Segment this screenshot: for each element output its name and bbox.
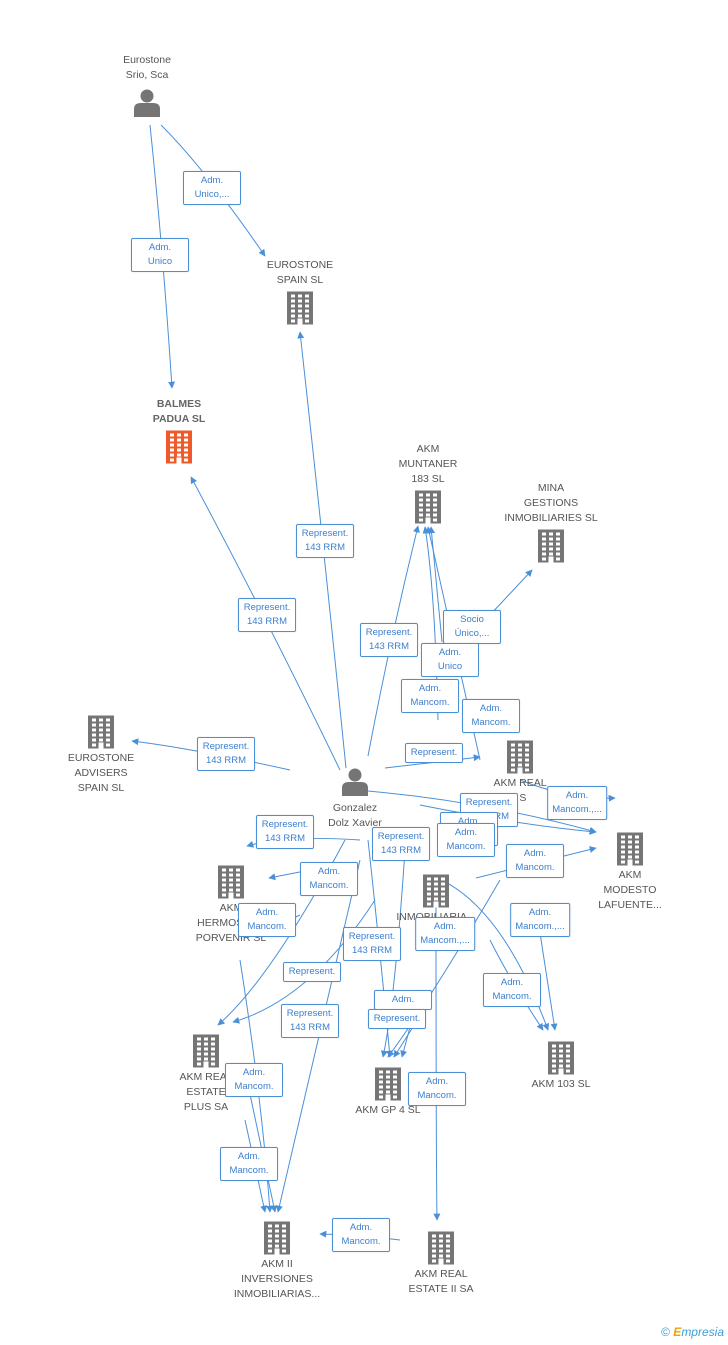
edge-label[interactable]: Adm. Mancom.	[300, 862, 358, 896]
node-label-eurostone-srio[interactable]: Eurostone Srio, Sca	[123, 54, 171, 81]
node-label-akm-muntaner[interactable]: AKM MUNTANER 183 SL	[398, 443, 458, 485]
node-label-balmes-padua[interactable]: BALMES PADUA SL	[152, 398, 206, 425]
edge-label[interactable]: Represent.	[283, 962, 341, 982]
edge-label[interactable]: Adm. Mancom.	[462, 699, 520, 733]
building-icon	[264, 1221, 290, 1255]
node-label-eurostone-spain[interactable]: EUROSTONE SPAIN SL	[266, 259, 334, 286]
node-label-akm-103[interactable]: AKM 103 SL	[531, 1078, 591, 1090]
edge-label[interactable]: Adm. Unico	[131, 238, 189, 272]
edge-line	[246, 1079, 278, 1213]
edge-label[interactable]: Adm. Mancom.	[238, 903, 296, 937]
edge-label[interactable]: Represent.	[368, 1009, 426, 1029]
node-label-akm-real-top[interactable]: AKM REAL I S	[493, 777, 547, 804]
node-label-akm-ii-inversiones[interactable]: AKM II INVERSIONES INMOBILIARIAS...	[233, 1258, 321, 1300]
edge-line	[380, 849, 406, 1058]
edge-line	[489, 569, 533, 616]
edge-label[interactable]: Adm. Mancom.,...	[415, 917, 475, 951]
node-label-eurostone-advisers[interactable]: EUROSTONE ADVISERS SPAIN SL	[67, 752, 135, 794]
edge-label[interactable]: Socio Único,...	[443, 610, 501, 644]
edge-label[interactable]: Represent. 143 RRM	[197, 737, 255, 771]
node-label-mina-gestions[interactable]: MINA GESTIONS INMOBILIARIES SL	[504, 482, 598, 524]
building-icon	[423, 874, 449, 908]
edge-label[interactable]: Represent. 143 RRM	[372, 827, 430, 861]
building-icon	[617, 832, 643, 866]
edge-label[interactable]: Adm. Mancom.,...	[547, 786, 607, 820]
edge-label[interactable]: Adm. Mancom.	[437, 823, 495, 857]
building-icon	[287, 291, 313, 325]
edge-label[interactable]: Represent. 143 RRM	[281, 1004, 339, 1038]
copyright-symbol: ©	[661, 1325, 670, 1339]
building-icon	[507, 740, 533, 774]
building-icon	[166, 430, 192, 464]
edge-label[interactable]: Adm. Mancom.	[408, 1072, 466, 1106]
footer-brand: © Empresia	[661, 1325, 724, 1339]
building-icon	[375, 1067, 401, 1101]
building-icon	[218, 865, 244, 899]
node-label-akm-real-ii[interactable]: AKM REAL ESTATE II SA	[408, 1268, 474, 1295]
node-label-gonzalez[interactable]: Gonzalez Dolz Xavier	[328, 802, 382, 829]
edge-label[interactable]: Adm. Mancom.,...	[510, 903, 570, 937]
empresia-logo: Empresia	[673, 1325, 724, 1339]
edge-label[interactable]: Adm. Mancom.	[506, 844, 564, 878]
building-icon	[428, 1231, 454, 1265]
edge-label[interactable]: Adm. Mancom.	[225, 1063, 283, 1097]
edge-line	[537, 919, 558, 1031]
building-icon	[193, 1034, 219, 1068]
edge-label[interactable]: Adm. Mancom.	[332, 1218, 390, 1252]
edge-label[interactable]: Adm. Unico	[421, 643, 479, 677]
building-icon	[548, 1041, 574, 1075]
edge-line	[433, 904, 441, 1221]
edge-label[interactable]: Represent. 143 RRM	[343, 927, 401, 961]
edge-line	[428, 526, 443, 643]
edge-label[interactable]: Adm.	[374, 990, 432, 1010]
building-icon	[538, 529, 564, 563]
edge-label[interactable]: Adm. Unico,...	[183, 171, 241, 205]
edge-label[interactable]: Represent. 143 RRM	[296, 524, 354, 558]
edge-line	[387, 879, 501, 1058]
nodes-layer	[88, 89, 643, 1265]
edge-label[interactable]: Represent.	[405, 743, 463, 763]
edge-label[interactable]: Adm. Mancom.	[220, 1147, 278, 1181]
person-icon	[134, 89, 160, 117]
edge-label[interactable]: Adm. Mancom.	[401, 679, 459, 713]
edge-label[interactable]: Represent. 143 RRM	[238, 598, 296, 632]
edge-label[interactable]: Represent. 143 RRM	[360, 623, 418, 657]
edge-label[interactable]: Adm. Mancom.	[483, 973, 541, 1007]
building-icon	[88, 715, 114, 749]
building-icon	[415, 490, 441, 524]
person-icon	[342, 768, 368, 796]
node-label-akm-gp4[interactable]: AKM GP 4 SL	[355, 1104, 421, 1116]
edge-label[interactable]: Represent. 143 RRM	[256, 815, 314, 849]
node-label-akm-modesto[interactable]: AKM MODESTO LAFUENTE...	[598, 869, 662, 911]
